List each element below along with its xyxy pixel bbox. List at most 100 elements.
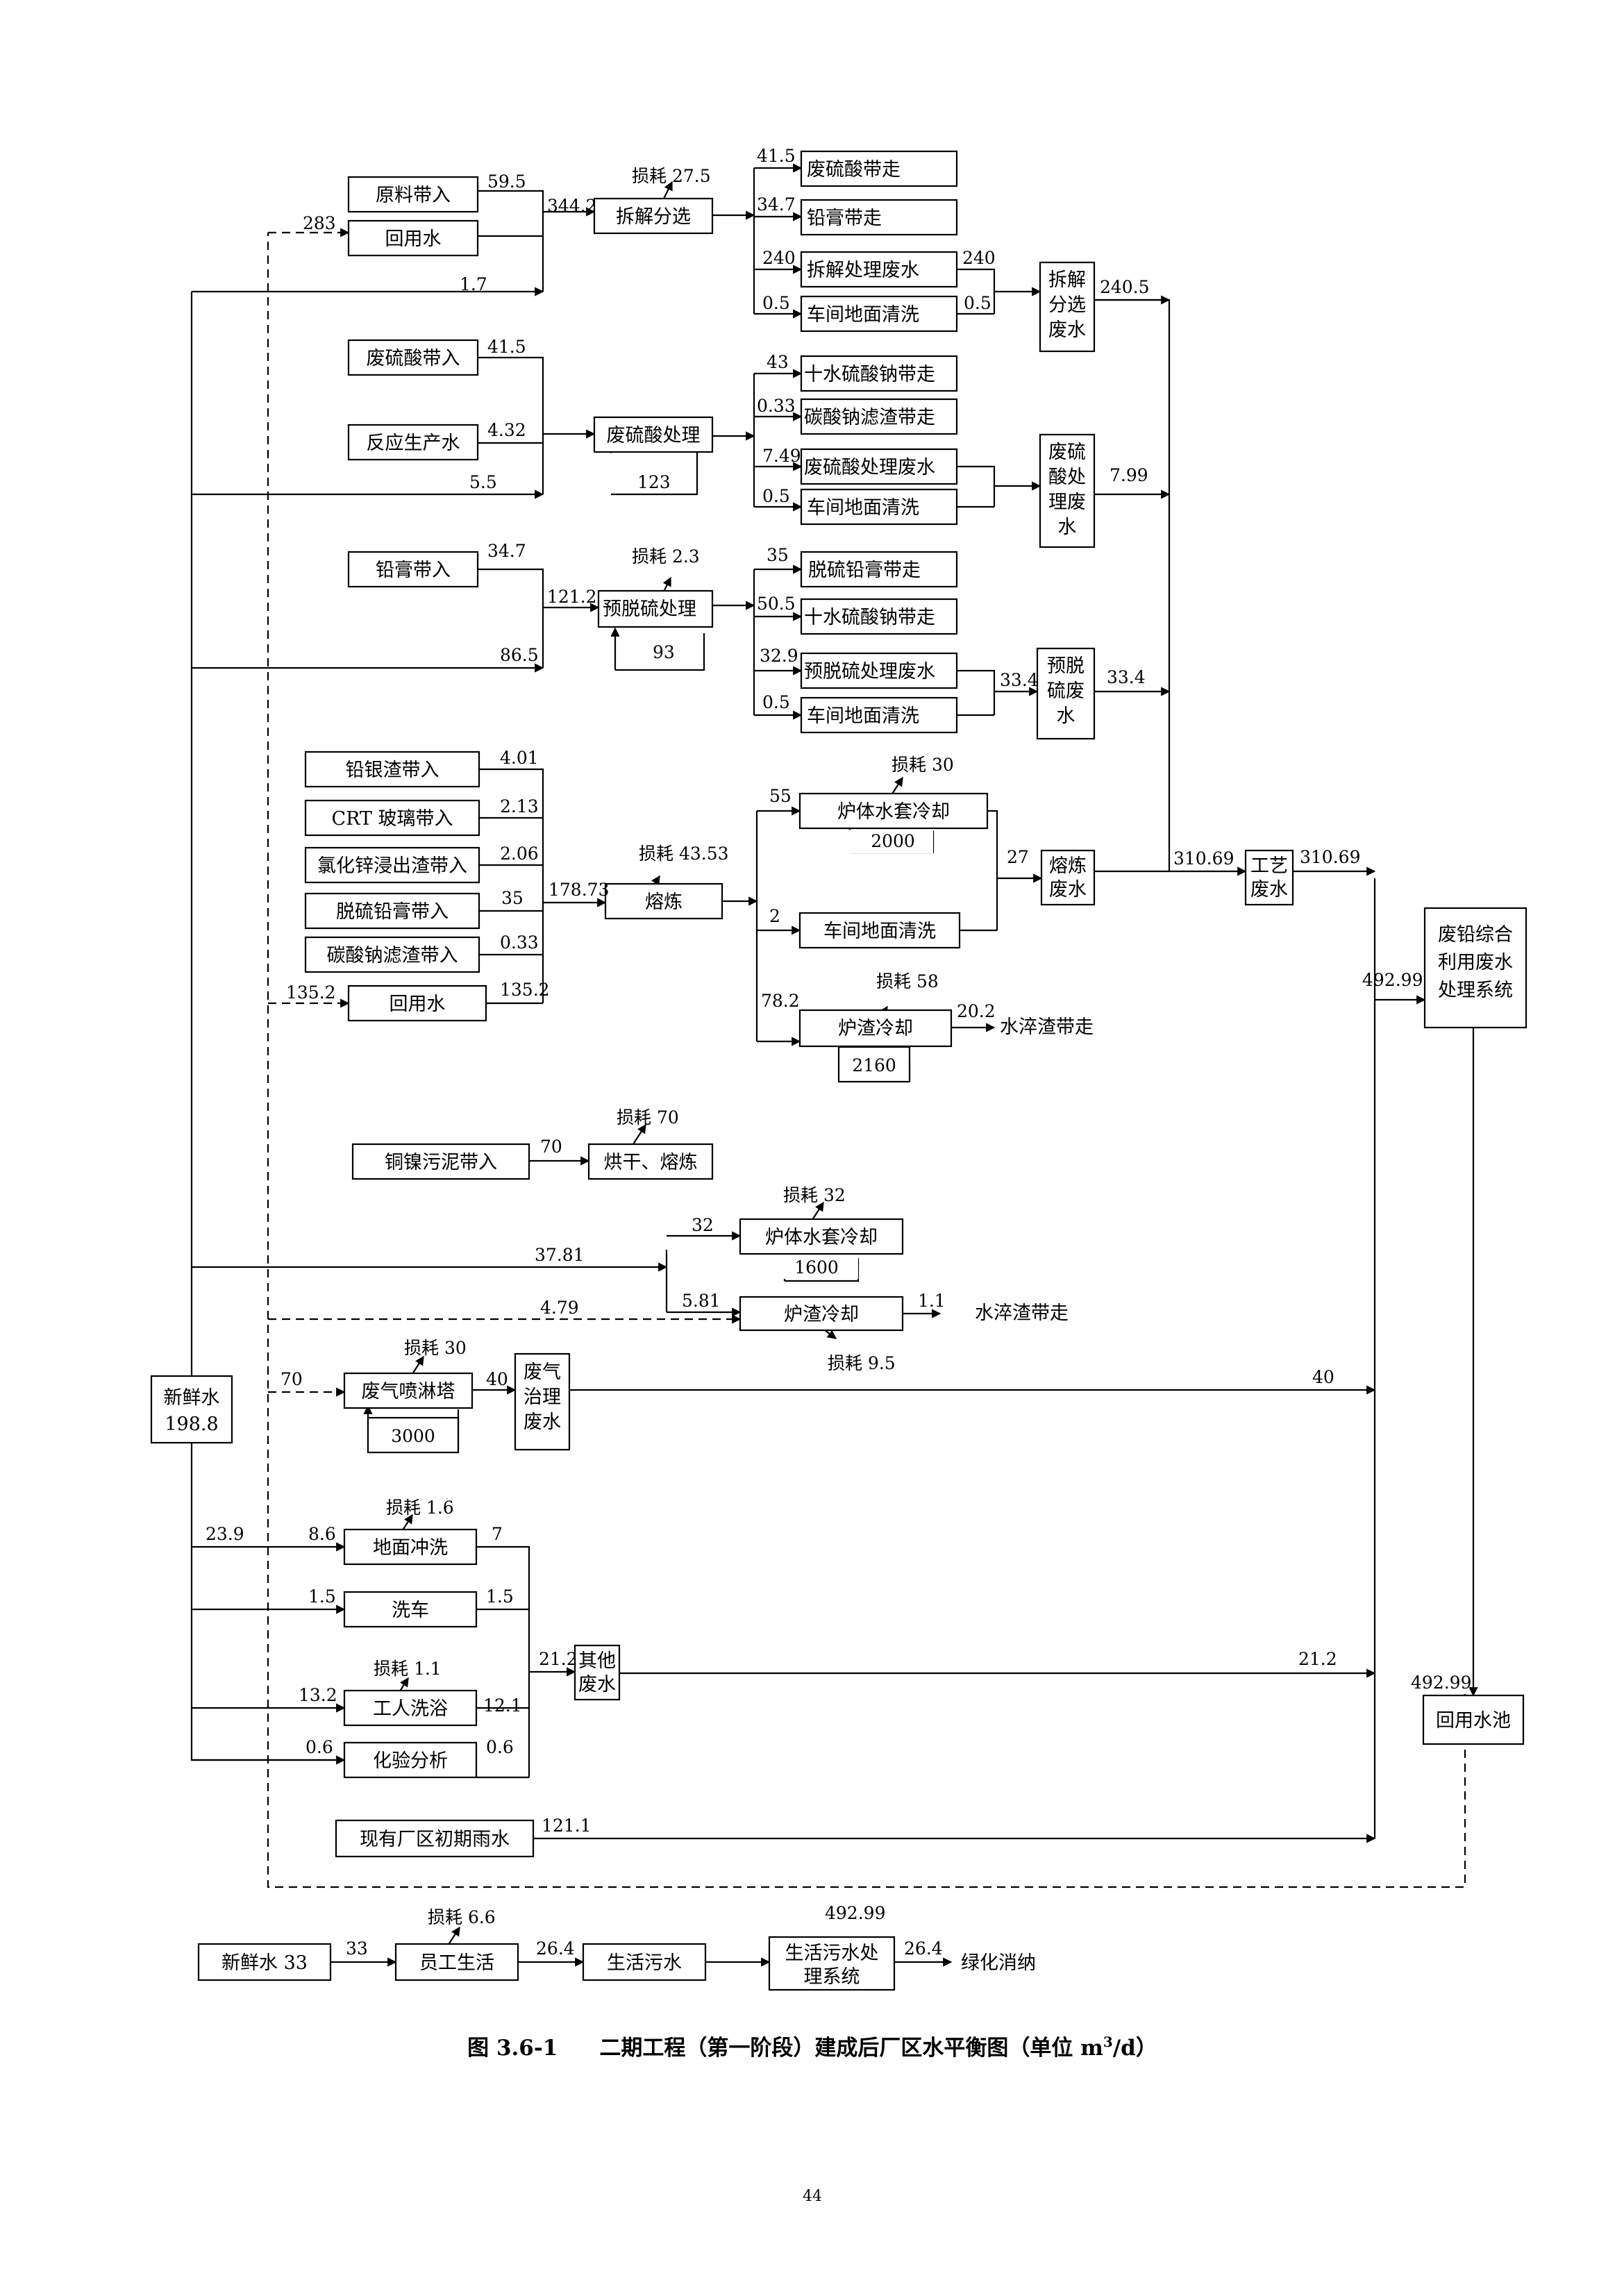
box-label: 废水 (1048, 319, 1086, 341)
box-label: 废硫酸处理废水 (804, 457, 935, 478)
box-label: 新鲜水 (164, 1387, 220, 1409)
flow-label: 43 (767, 352, 789, 372)
flow-label: 7.49 (762, 446, 801, 466)
box-circulation-2160: 2160 (837, 1046, 911, 1083)
box-lead-paste-out: 铅膏带走 (800, 199, 958, 236)
box-label: 废气喷淋塔 (362, 1381, 455, 1402)
box-label: 废水 (524, 1411, 561, 1433)
box-label: 熔炼 (645, 891, 683, 913)
box-scrubber-tower: 废气喷淋塔 (343, 1372, 474, 1409)
box-label: 铅银渣带入 (346, 760, 440, 781)
flow-label: 492.99 (1362, 970, 1423, 990)
flow-label: 41.5 (757, 146, 796, 166)
flow-label: 492.99 (1411, 1673, 1471, 1693)
box-recycled-water-pool: 回用水池 (1422, 1694, 1525, 1745)
box-label: 工艺 (1250, 855, 1288, 877)
box-label: 回用水 (390, 994, 446, 1015)
box-label: 2160 (852, 1055, 896, 1075)
box-smelting-wastewater: 熔炼 废水 (1040, 849, 1096, 906)
flow-label: 35 (767, 545, 789, 565)
flow-label: 70 (540, 1137, 562, 1157)
box-label: 十水硫酸钠带走 (804, 364, 935, 385)
flow-label: 7 (492, 1524, 503, 1544)
flow-label: 34.7 (757, 194, 796, 215)
box-label: 分选 (1048, 294, 1086, 316)
box-label: 铜镍污泥带入 (385, 1152, 497, 1173)
box-label: 治理 (524, 1386, 561, 1408)
box-furnace-jacket-cooling-1: 炉体水套冷却 (798, 792, 989, 830)
box-label: 废铅综合 (1438, 924, 1513, 946)
box-label: 处理系统 (1438, 980, 1513, 1001)
box-label: 现有厂区初期雨水 (360, 1829, 510, 1850)
box-raw-material-input: 原料带入 (347, 176, 479, 213)
box-label: 地面冲洗 (373, 1537, 448, 1559)
box-circulation-3000: 3000 (367, 1416, 460, 1454)
box-label: 废水 (578, 1674, 616, 1695)
box-lead-silver-slag: 铅银渣带入 (304, 751, 480, 788)
box-dismantling-wastewater-total: 拆解 分选 废水 (1039, 261, 1096, 353)
flow-label: 135.2 (500, 980, 550, 1000)
box-label: 工人洗浴 (373, 1698, 448, 1720)
box-label: 员工生活 (419, 1952, 494, 1974)
box-crt-glass: CRT 玻璃带入 (304, 799, 480, 837)
box-label: 脱硫铅膏带入 (336, 901, 449, 923)
flow-label: 23.9 (206, 1524, 244, 1544)
flow-label: 损耗 30 (891, 755, 954, 775)
box-desulfurized-paste-out: 脱硫铅膏带走 (800, 551, 958, 588)
box-label: 3000 (391, 1426, 435, 1446)
box-label: 烘干、熔炼 (604, 1152, 698, 1173)
flow-label: 损耗 1.1 (374, 1659, 442, 1679)
flow-label: 0.5 (964, 293, 991, 313)
box-label: 氯化锌浸出渣带入 (317, 855, 467, 877)
flow-label: 33 (346, 1938, 368, 1959)
box-label: 预脱硫处理废水 (804, 661, 935, 682)
flow-label: 2 (769, 906, 780, 926)
box-dismantling-wastewater: 拆解处理废水 (800, 251, 958, 288)
box-label: 酸处 (1048, 467, 1086, 488)
flow-label: 310.69 (1173, 848, 1234, 869)
box-wastewater-treatment-system: 废铅综合 利用废水 处理系统 (1423, 907, 1527, 1029)
flow-label: 4.32 (487, 420, 526, 440)
box-label: 水 (1057, 705, 1075, 727)
box-label: 车间地面清洗 (823, 921, 936, 942)
flow-label: 损耗 43.53 (639, 844, 729, 864)
box-waste-acid-input: 废硫酸带入 (347, 339, 479, 376)
box-gas-treatment-wastewater: 废气 治理 废水 (514, 1352, 571, 1451)
box-glauber-salt-out-2: 十水硫酸钠带走 (800, 598, 958, 635)
box-label: 洗车 (392, 1600, 429, 1621)
box-desulfurized-paste-in: 脱硫铅膏带入 (304, 892, 480, 930)
box-floor-washing-1: 车间地面清洗 (800, 295, 958, 333)
box-zinc-chloride-residue: 氯化锌浸出渣带入 (304, 846, 480, 884)
flow-label: 178.73 (549, 880, 609, 900)
flow-label: 损耗 1.6 (386, 1498, 454, 1518)
page-number: 44 (803, 2188, 822, 2205)
box-lab-analysis: 化验分析 (343, 1741, 478, 1779)
box-label: 碳酸钠滤渣带走 (804, 407, 935, 428)
flow-label: 损耗 32 (783, 1185, 846, 1205)
flow-label: 492.99 (825, 1903, 885, 1923)
box-label: CRT 玻璃带入 (331, 808, 453, 830)
flow-label: 损耗 27.5 (632, 166, 711, 186)
box-label: 2000 (871, 831, 915, 851)
flow-label: 86.5 (500, 645, 539, 665)
box-label: 化验分析 (373, 1750, 448, 1772)
flow-label: 损耗 2.3 (632, 546, 700, 567)
flow-label: 0.5 (762, 293, 790, 313)
box-label: 生活污水处 (785, 1943, 879, 1964)
box-initial-rainwater: 现有厂区初期雨水 (335, 1819, 535, 1858)
flow-label: 20.2 (957, 1001, 996, 1021)
box-label: 废水 (1049, 879, 1087, 900)
flow-label: 21.2 (1298, 1649, 1337, 1669)
box-drying-smelting: 烘干、熔炼 (587, 1143, 714, 1180)
box-label: 炉渣冷却 (784, 1304, 859, 1325)
flow-labels: 59.5 283 1.7 344.2 损耗 27.5 41.5 34.7 240… (206, 146, 1471, 1974)
box-label: 废硫酸处理 (607, 425, 701, 446)
flow-label: 50.5 (757, 594, 796, 614)
process-boxes: 原料带入 回用水 拆解分选 废硫酸带走 铅膏带走 拆解处理废水 车间地面清洗 拆… (150, 150, 1527, 1991)
box-fresh-water-33: 新鲜水 33 (197, 1943, 332, 1981)
flow-label: 8.6 (308, 1524, 336, 1544)
flow-label: 13.2 (299, 1685, 337, 1705)
flow-label: 1.7 (460, 274, 487, 294)
box-floor-washing-3: 车间地面清洗 (800, 696, 958, 734)
